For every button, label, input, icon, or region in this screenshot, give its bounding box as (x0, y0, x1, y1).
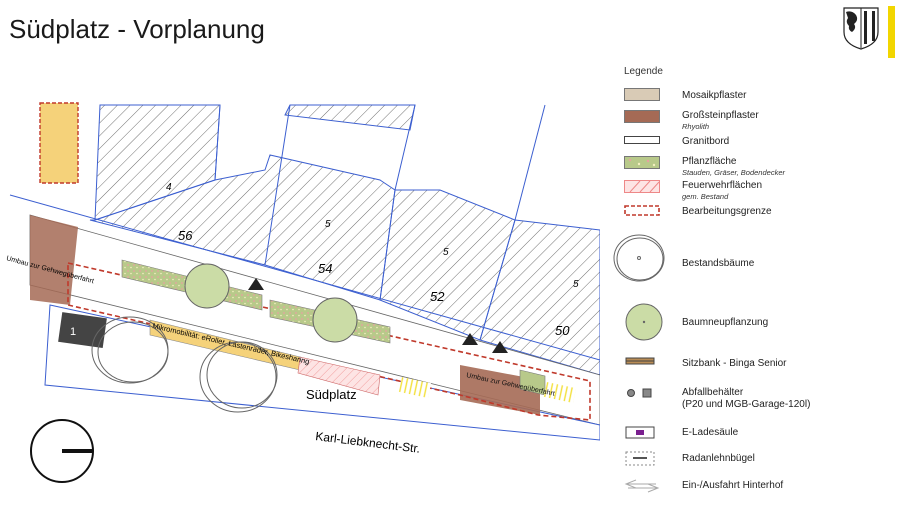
parcel-5c: 5 (573, 279, 579, 290)
square-name: Südplatz (306, 387, 357, 402)
building-number: 1 (70, 326, 76, 338)
accent-bar (888, 6, 895, 58)
street-name: Karl-Liebknecht-Str. (315, 429, 421, 456)
north-arrow-icon (30, 419, 94, 483)
existing-tree-icon (613, 234, 665, 282)
granite-curb-swatch (624, 136, 660, 144)
new-trees (184, 263, 358, 343)
processing-boundary (67, 262, 591, 421)
waste-bin-icon (627, 388, 652, 398)
bench-icon (625, 357, 655, 365)
mosaic-paving-swatch (624, 88, 660, 101)
parcel-5a: 5 (325, 219, 331, 230)
city-crest-icon (843, 7, 879, 50)
fire-lane-swatch (624, 180, 660, 193)
parcel-5b: 5 (443, 247, 449, 258)
legend: Legende Mosaikpflaster Großsteinpflaster… (613, 62, 901, 511)
charging-station-icon (625, 426, 655, 439)
site-plan: 1 4 56 5 54 5 52 5 50 Umbau zur Gehwegüb… (5, 102, 600, 483)
parcel-52: 52 (430, 289, 445, 304)
bike-racks-left (398, 377, 432, 398)
parcel-56: 56 (178, 228, 193, 243)
parcel-50: 50 (555, 323, 570, 338)
courtyard-entries (248, 278, 508, 353)
large-paving-swatch (624, 110, 660, 123)
bike-rack-icon (625, 451, 655, 466)
building-blocks (39, 102, 600, 376)
planting-swatch (624, 156, 660, 169)
legend-title: Legende (624, 66, 663, 77)
courtyard-entry-icon (624, 479, 660, 493)
parcel-lines (9, 104, 600, 361)
bike-racks-right (543, 382, 577, 403)
parcel-4: 4 (166, 182, 172, 193)
new-tree-icon (625, 303, 663, 341)
boundary-swatch (624, 205, 660, 216)
parcel-54: 54 (318, 261, 332, 276)
page-title: Südplatz - Vorplanung (9, 14, 265, 44)
fire-lane (297, 356, 381, 396)
existing-trees (91, 316, 278, 413)
